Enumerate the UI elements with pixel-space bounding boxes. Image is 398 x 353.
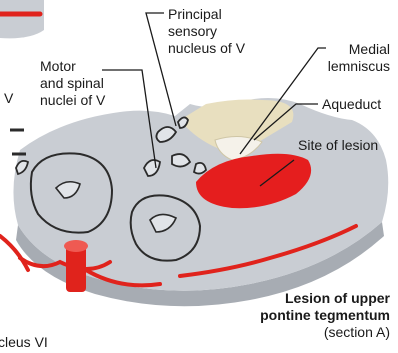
label-nucleus-vi: cleus VI bbox=[0, 334, 48, 351]
label-aqueduct: Aqueduct bbox=[322, 96, 381, 113]
caption-line-3: (section A) bbox=[260, 324, 390, 341]
caption-line-2: pontine tegmentum bbox=[260, 307, 390, 324]
figure-caption: Lesion of upper pontine tegmentum (secti… bbox=[260, 290, 390, 341]
label-principal-sensory: Principal sensory nucleus of V bbox=[168, 6, 245, 57]
label-motor-spinal: Motor and spinal nuclei of V bbox=[40, 58, 105, 109]
previous-section-fragment bbox=[0, 0, 44, 38]
nucleus-outline-5 bbox=[194, 163, 206, 174]
caption-line-1: Lesion of upper bbox=[260, 290, 390, 307]
basilar-artery bbox=[66, 246, 86, 292]
basilar-artery-top bbox=[64, 240, 88, 252]
label-v: V bbox=[4, 90, 13, 107]
label-site-of-lesion: Site of lesion bbox=[298, 137, 378, 154]
label-medial-lemniscus: Medial lemniscus bbox=[328, 41, 390, 75]
